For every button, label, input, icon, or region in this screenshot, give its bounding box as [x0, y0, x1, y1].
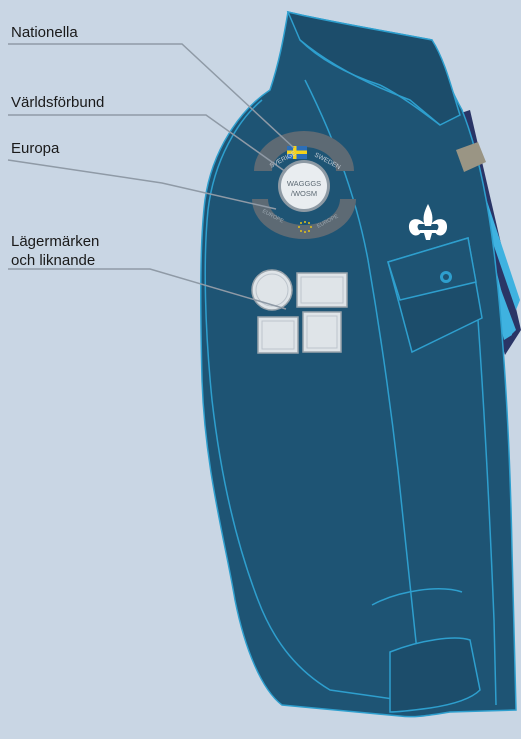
label-varldsforbund: Världsförbund — [11, 93, 104, 112]
world-badge-line2: /WOSM — [291, 189, 317, 198]
label-europa: Europa — [11, 139, 59, 158]
label-lagermarken-line1: Lägermärken — [11, 232, 99, 251]
world-badge-line1: WAGGGS — [287, 179, 321, 188]
label-lagermarken-line2: och liknande — [11, 251, 99, 270]
label-nationella: Nationella — [11, 23, 78, 42]
label-lagermarken: Lägermärken och liknande — [11, 232, 99, 270]
